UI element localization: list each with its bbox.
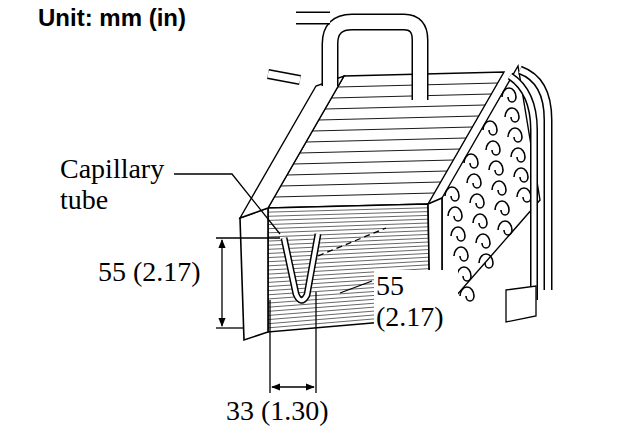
u-bend-tube (454, 247, 468, 261)
u-bend-tube (502, 88, 516, 102)
extension-line (216, 327, 244, 328)
part-name: Capillary tube (60, 153, 190, 215)
u-bend-tube (479, 254, 493, 268)
dimension-text: 55 (2.17) (98, 256, 216, 287)
u-bend-tube (464, 154, 478, 168)
fin-line (268, 246, 429, 254)
header-tube-bore (510, 76, 534, 300)
u-bend-tube (470, 194, 484, 208)
fin-edge (319, 116, 479, 120)
dimension-line (221, 240, 222, 326)
u-bend-tube (508, 128, 522, 142)
pipe-fitting-bore (296, 13, 330, 23)
extension-line (315, 292, 316, 393)
suction-pipe (330, 22, 420, 100)
suction-pipe-bore (330, 22, 420, 100)
fin-line (268, 212, 428, 217)
u-bend-tube (486, 141, 500, 155)
u-bend-tube (483, 121, 497, 135)
u-bend-tube (476, 234, 490, 248)
header-tube (510, 76, 534, 300)
u-bend-tube (489, 161, 503, 175)
fin-edge (287, 171, 447, 175)
fin-line (268, 231, 428, 237)
mounting-bracket (506, 286, 536, 322)
leader-line (174, 174, 280, 234)
u-bend-tube (457, 267, 471, 281)
extension-line (216, 237, 280, 238)
u-bend-tube (514, 168, 528, 182)
capillary-tube (284, 234, 318, 300)
u-bend-tube (460, 287, 474, 301)
end-plate (240, 208, 268, 340)
fin-edge (306, 138, 466, 142)
dimension-line (272, 386, 314, 387)
fin-line (268, 234, 429, 241)
fin-line (268, 227, 428, 233)
leader-line (340, 281, 372, 293)
u-bend-tube (498, 221, 512, 235)
u-bend-tube (492, 181, 506, 195)
end-plate-top (240, 76, 344, 218)
u-bend-tube (495, 201, 509, 215)
pipe-fitting (296, 12, 330, 25)
u-bend-tube (467, 174, 481, 188)
hidden-line (318, 228, 386, 256)
dimension-text: 33 (1.30) (226, 395, 366, 426)
fin-line (268, 215, 428, 220)
fin-edge (293, 160, 453, 164)
evaporator-core (240, 18, 548, 340)
dimension-text: 55 (2.17) (374, 270, 458, 332)
u-bend-tube (451, 227, 465, 241)
extension-line (269, 300, 270, 393)
inlet-fitting (268, 74, 300, 80)
fin-edge (312, 127, 472, 131)
u-bend-tube (445, 187, 459, 201)
fin-line (268, 250, 429, 258)
u-bend-tube (505, 108, 519, 122)
fin-line (268, 208, 428, 212)
fin-edge (325, 105, 485, 109)
fin-edge (274, 193, 434, 197)
u-bend-tube (517, 188, 531, 202)
u-bend-tube (473, 214, 487, 228)
dimension-lines (174, 174, 386, 393)
inlet-fitting-bore (268, 74, 300, 80)
fin-edge (281, 182, 441, 186)
fin-edge (331, 94, 491, 98)
fin-edge (300, 149, 460, 153)
capillary-tube-bore (284, 234, 318, 300)
unit-note: Unit: mm (in) (38, 4, 278, 32)
u-bend-tube (511, 148, 525, 162)
u-bend-tube (448, 207, 462, 221)
